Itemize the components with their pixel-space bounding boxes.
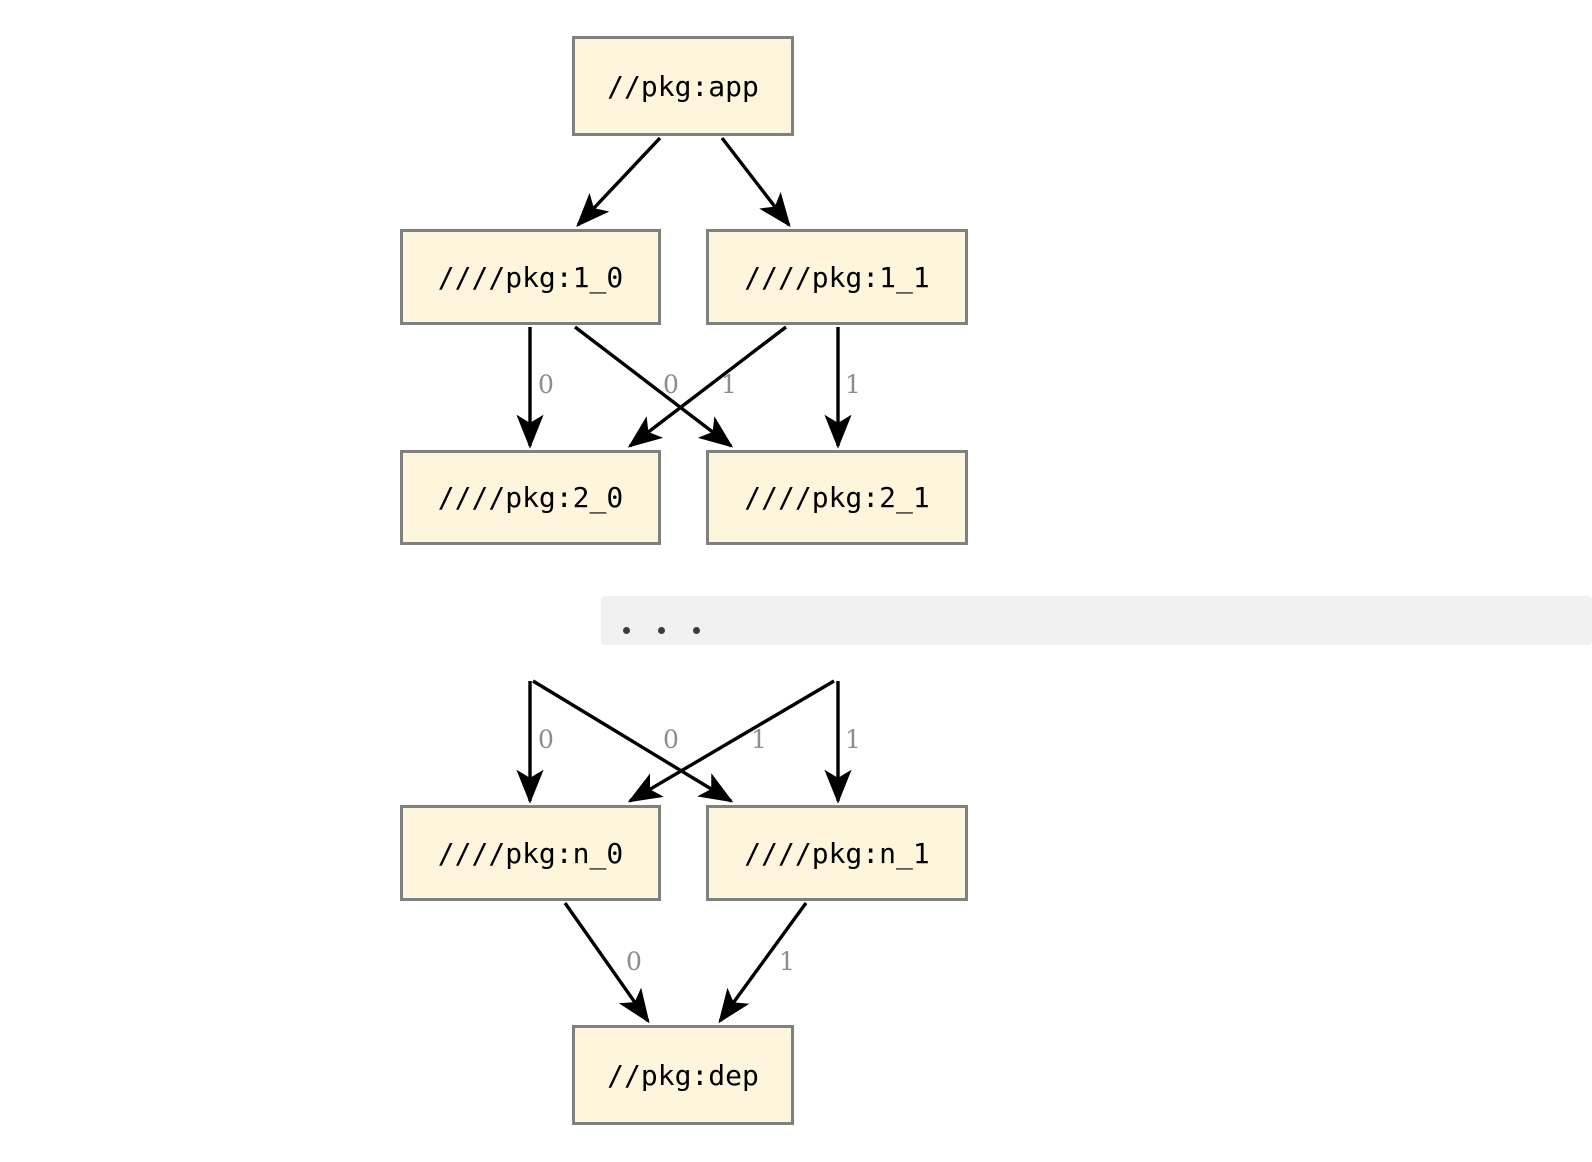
graph-node-label: //pkg:app — [607, 69, 759, 103]
graph-node-label: ////pkg:n_0 — [437, 836, 624, 870]
graph-edge-e-n_1-dep — [718, 901, 808, 1024]
graph-node-nn_0[interactable]: ////pkg:n_0 — [400, 805, 661, 901]
graph-node-n2_0[interactable]: ////pkg:2_0 — [400, 450, 661, 545]
graph-edge-label-e-cut-n_0b: 1 — [751, 725, 767, 754]
graph-node-nn_1[interactable]: ////pkg:n_1 — [706, 805, 968, 901]
graph-node-n1_0[interactable]: ////pkg:1_0 — [400, 229, 661, 325]
graph-edge-label-e-n_1-dep: 1 — [779, 947, 795, 976]
graph-node-label: ////pkg:2_1 — [744, 481, 930, 514]
graph-edge-label-e-1_1-2_1: 1 — [845, 370, 861, 399]
graph-edge-label-e-n_0-dep: 0 — [626, 947, 642, 976]
graph-edge-e-cut-n_0b — [627, 679, 835, 803]
graph-edge-e-app-1_1 — [720, 136, 791, 228]
graph-node-label: ////pkg:2_0 — [437, 481, 624, 514]
ellipsis-dot — [693, 627, 700, 634]
graph-edge-e-1_0-2_1 — [573, 325, 734, 448]
graph-edge-label-e-1_0-2_1: 0 — [663, 370, 679, 399]
graph-node-label: ////pkg:n_1 — [744, 836, 930, 870]
graph-node-label: ////pkg:1_0 — [437, 260, 624, 294]
graph-edge-label-e-cut-n_0: 0 — [538, 725, 554, 754]
graph-edge-e-app-1_0 — [576, 136, 662, 227]
graph-edge-label-e-1_1-2_0: 1 — [721, 370, 737, 399]
ellipsis-dots-icon — [623, 627, 700, 634]
graph-node-n1_1[interactable]: ////pkg:1_1 — [706, 229, 968, 325]
edges-group — [516, 136, 852, 1024]
graph-edge-e-1_1-2_0 — [627, 325, 788, 448]
graph-node-label: //pkg:dep — [607, 1058, 759, 1092]
graph-edge-label-e-cut-n_1b: 0 — [663, 725, 679, 754]
ellipsis-dot — [658, 627, 665, 634]
graph-edge-e-cut-n_1b — [532, 679, 734, 803]
graph-edge-label-e-1_0-2_0: 0 — [538, 370, 554, 399]
graph-node-app[interactable]: //pkg:app — [572, 36, 794, 136]
ellipsis-truncation-bar[interactable] — [601, 596, 1592, 645]
graph-node-dep[interactable]: //pkg:dep — [572, 1025, 794, 1125]
graph-node-n2_1[interactable]: ////pkg:2_1 — [706, 450, 968, 545]
graph-edge-label-e-cut-n_1: 1 — [845, 725, 861, 754]
ellipsis-dot — [623, 627, 630, 634]
graph-edge-e-n_0-dep — [563, 902, 650, 1024]
graph-node-label: ////pkg:1_1 — [744, 260, 930, 294]
